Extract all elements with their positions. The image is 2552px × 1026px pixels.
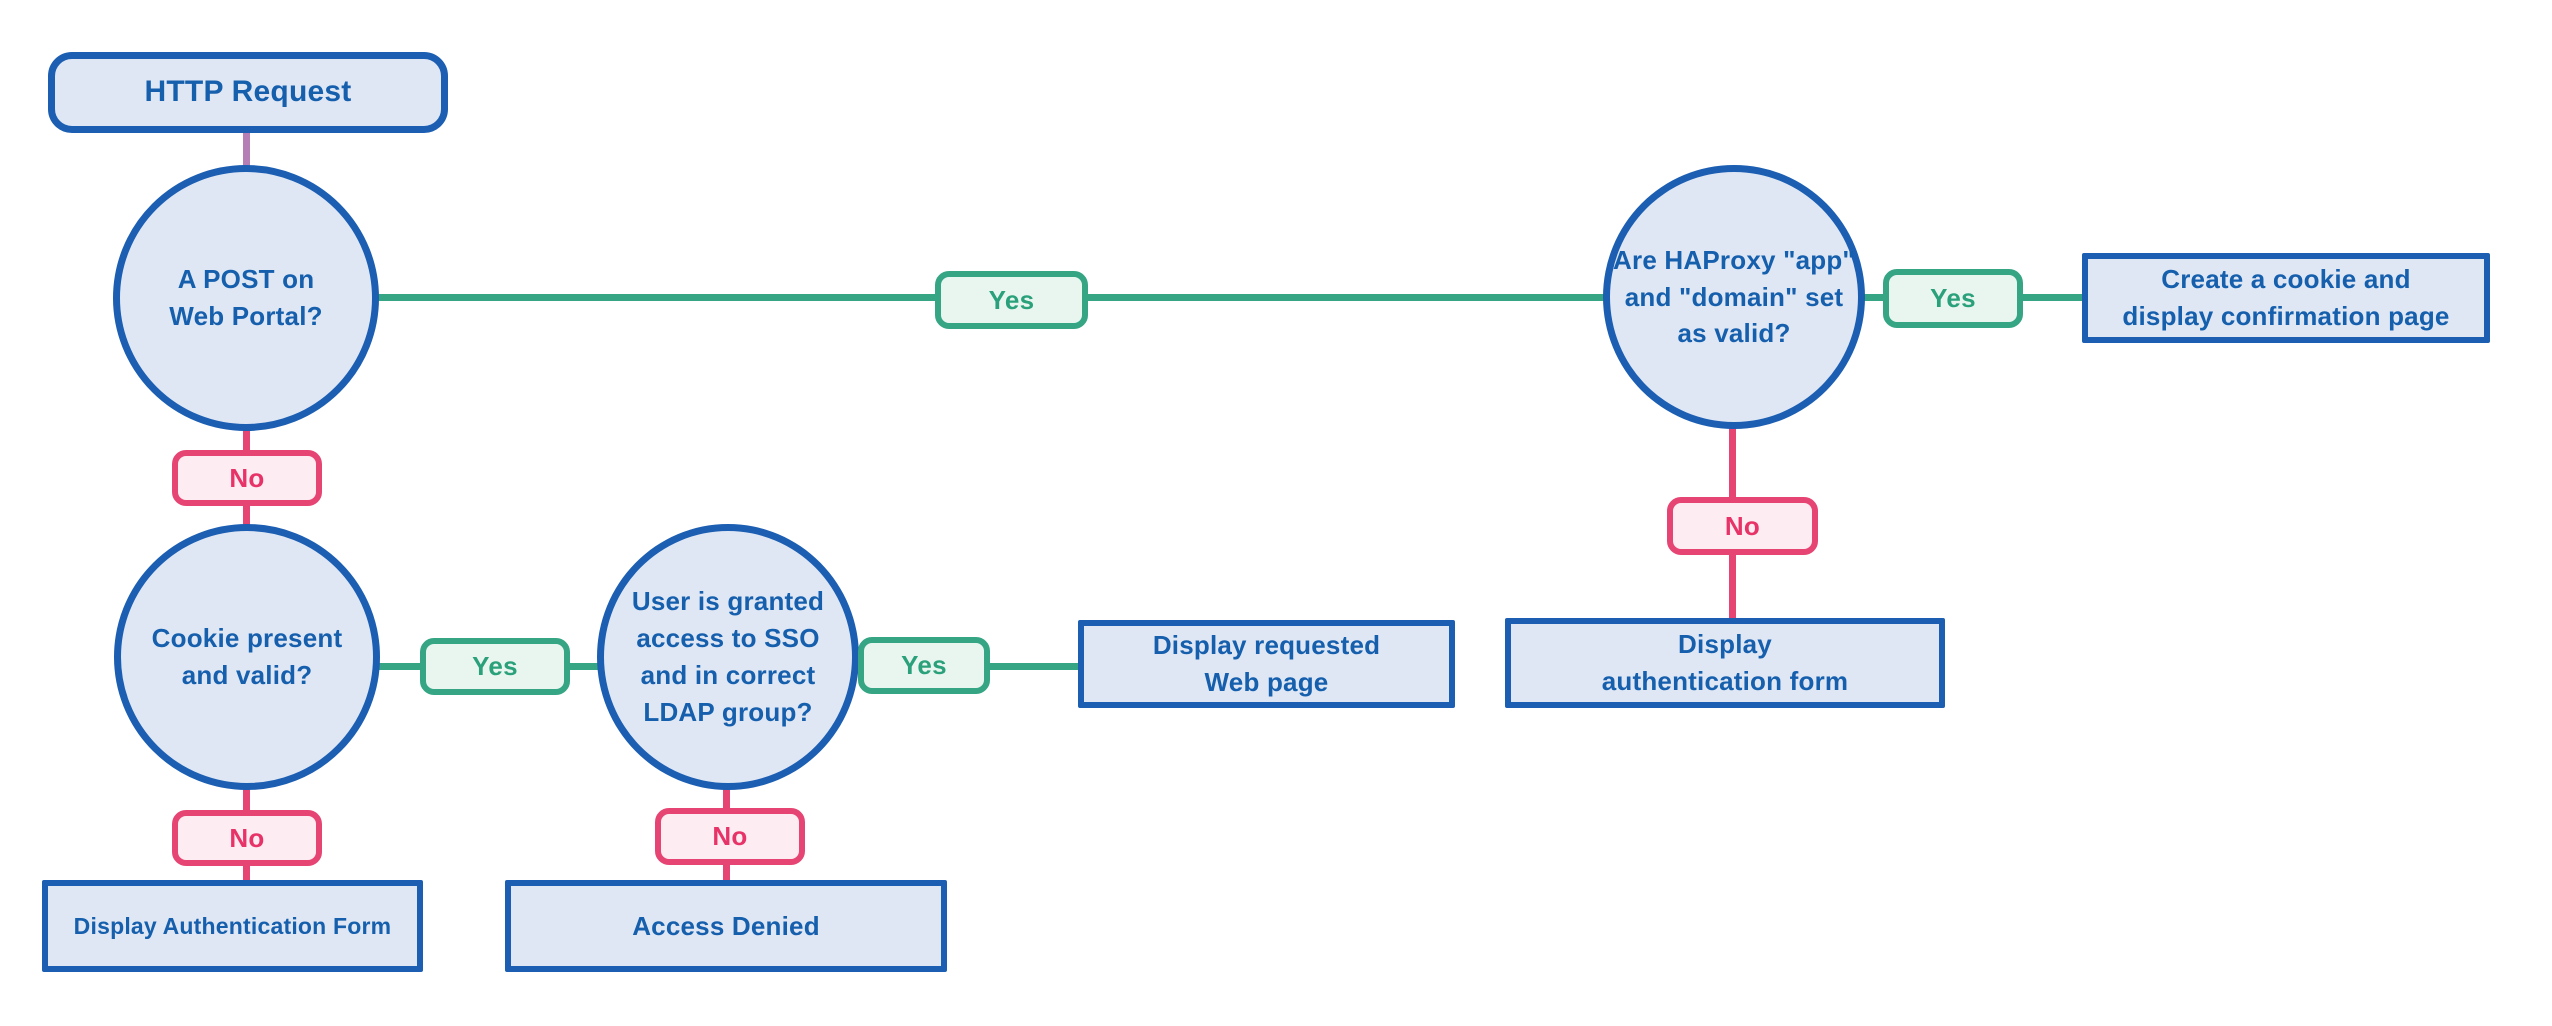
edge-label-cookie-no-text: No <box>229 822 265 853</box>
edge-label-sso-yes-text: Yes <box>901 650 947 680</box>
process-display-auth-form: Display authentication form <box>1505 618 1945 708</box>
edge-label-sso-no: No <box>655 808 805 865</box>
process-display-requested-label: Display requested Web page <box>1152 630 1381 697</box>
edge-label-cookie-yes-text: Yes <box>472 651 518 681</box>
process-display-requested-page: Display requested Web page <box>1078 620 1455 708</box>
process-create-cookie-label: Create a cookie and display confirmation… <box>2122 264 2450 331</box>
connector-http-to-post-decision <box>243 128 250 173</box>
start-node-label: HTTP Request <box>144 75 352 109</box>
process-access-denied: Access Denied <box>505 880 947 972</box>
process-display-auth-form-bottom: Display Authentication Form <box>42 880 423 972</box>
edge-label-post-yes: Yes <box>935 271 1088 329</box>
edge-label-cookie-no: No <box>172 810 322 866</box>
decision-haproxy-label: Are HAProxy "app" and "domain" set as va… <box>1613 244 1855 349</box>
start-node-http-request: HTTP Request <box>48 52 448 133</box>
edge-label-haproxy-yes: Yes <box>1883 269 2023 328</box>
decision-post-label: A POST on Web Portal? <box>169 264 323 331</box>
decision-sso-label: User is granted access to SSO and in cor… <box>631 586 825 727</box>
edge-label-post-no-text: No <box>229 462 265 493</box>
edge-label-sso-no-text: No <box>712 821 748 851</box>
decision-cookie-valid: Cookie present and valid? <box>114 524 380 790</box>
decision-haproxy-valid: Are HAProxy "app" and "domain" set as va… <box>1603 165 1865 429</box>
connector-post-yes-path <box>378 294 2084 301</box>
edge-label-haproxy-no-text: No <box>1724 510 1761 541</box>
process-create-cookie: Create a cookie and display confirmation… <box>2082 253 2490 343</box>
decision-post-on-web-portal: A POST on Web Portal? <box>113 165 379 431</box>
edge-label-post-no: No <box>172 450 322 506</box>
process-display-auth-form-label: Display authentication form <box>1601 629 1849 696</box>
decision-sso-granted: User is granted access to SSO and in cor… <box>597 524 859 790</box>
process-access-denied-label: Access Denied <box>632 910 820 941</box>
edge-label-haproxy-yes-text: Yes <box>1930 283 1976 313</box>
process-display-auth-form-bottom-label: Display Authentication Form <box>73 912 392 939</box>
edge-label-haproxy-no: No <box>1667 497 1818 555</box>
decision-cookie-label: Cookie present and valid? <box>151 623 343 690</box>
edge-label-post-yes-text: Yes <box>988 284 1035 315</box>
edge-label-cookie-yes: Yes <box>420 638 570 695</box>
edge-label-sso-yes: Yes <box>858 637 990 694</box>
